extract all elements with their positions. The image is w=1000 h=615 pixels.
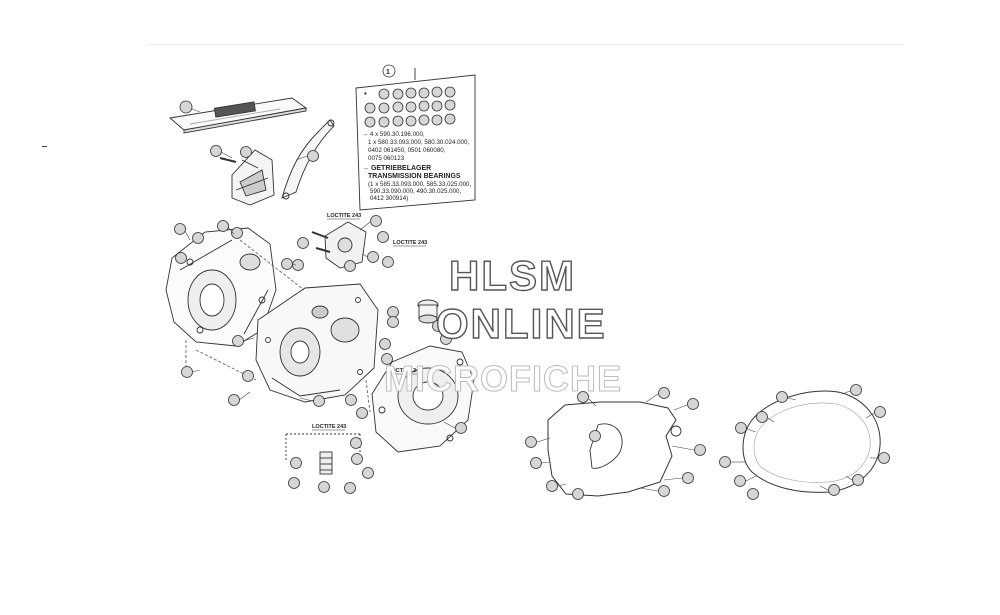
info-box-star: * [364,92,367,99]
info-box-callout-number: 1 [386,69,390,76]
callout-markers [174,86,890,500]
info-box-line: → GETRIEBELAGER [362,165,431,172]
watermark-line-1: HLSM [448,251,576,299]
left-crankcase-half [165,227,277,347]
loctite-label: LOCTITE 243 [393,240,427,246]
bolt-part [219,157,237,163]
loctite-label: LOCTITE 243 [327,213,361,219]
clutch-cover-part [371,345,475,453]
drain-screen-part [285,433,361,475]
chain-guide-part [231,149,275,206]
oil-filter-part [417,299,439,324]
tensioner-arm-part [281,119,335,200]
info-box-line: 590.33.090.000, 490.30.025.000, [370,188,461,195]
manual-booklet-icon [168,97,308,134]
crankcase-gasket-left [547,401,682,497]
info-box-line: TRANSMISSION BEARINGS [368,173,461,180]
info-box-line: 0075 060123 [368,155,405,162]
loctite-labels: LOCTITE 243 LOCTITE 243 LOCTITE 243 LOCT… [312,213,427,430]
loctite-underlines [312,218,426,431]
loctite-label: LOCTITE 243 [388,368,422,374]
right-crankcase-half [255,283,379,403]
info-box-line: (1 x 585.33.093.000, 585.33.025.000, [368,181,471,188]
margin-tick [42,146,47,147]
info-box-line: 1 x 580.33.093.000, 580.30.024.000, [368,139,469,146]
clutch-cover-gasket-right [742,390,881,493]
watermark-line-3: MICROFICHE [384,358,622,400]
oil-pump-part [311,221,367,269]
info-box-line: 0402 061450, 0501 060080, [368,147,446,154]
info-box-line: 0412 300914) [370,195,408,202]
watermark-line-2: ONLINE [435,299,607,347]
info-box-text: 1 * → 4 x 590.30.196.000, 1 x 580.33.093… [362,64,471,202]
info-box-line: → 4 x 590.30.196.000, [362,131,425,138]
loctite-label: LOCTITE 243 [312,424,346,430]
leader-lines [184,108,878,492]
top-divider [148,44,904,45]
